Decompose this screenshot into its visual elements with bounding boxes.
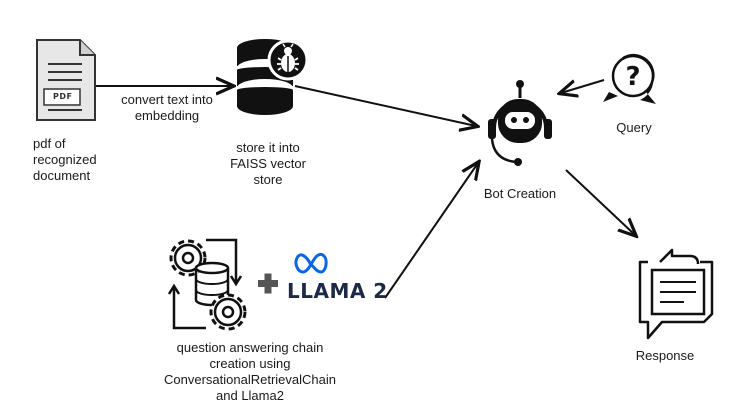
pdf-caption-line: document [33, 168, 91, 183]
chain-caption-line: creation using [209, 356, 291, 371]
arrow-bot-to-response [565, 169, 635, 235]
database-bug-icon [237, 39, 309, 115]
chain-caption: question answering chain creation using … [150, 340, 350, 404]
arrow-chain-to-bot [384, 163, 478, 299]
store-caption: store it into FAISS vector store [218, 140, 318, 188]
store-caption-line: store [253, 172, 283, 187]
gears-database-icon [167, 238, 247, 331]
plus-icon [258, 273, 278, 294]
arrow-query-to-bot [561, 79, 605, 93]
chain-caption-line: and Llama2 [216, 388, 284, 403]
convert-caption-line: convert text into [121, 92, 213, 107]
pdf-icon-text: PDF [53, 92, 73, 101]
store-caption-line: store it into [236, 140, 300, 155]
pdf-caption-line: pdf of [33, 136, 66, 151]
llama-2-logo-text: LLAMA 2 [287, 279, 388, 303]
arrow-store-to-bot [294, 85, 476, 126]
convert-caption: convert text into embedding [112, 92, 222, 124]
question-bubble-icon: ? [603, 53, 656, 104]
pdf-document-icon [36, 39, 96, 121]
chain-caption-line: question answering chain [176, 340, 324, 355]
response-caption: Response [635, 348, 695, 363]
robot-headset-icon [488, 80, 552, 166]
store-caption-line: FAISS vector [230, 156, 306, 171]
chain-caption-line: ConversationalRetrievalChain [164, 372, 336, 387]
pdf-caption: pdf of recognized document [33, 136, 97, 184]
query-caption: Query [616, 120, 652, 135]
bot-caption: Bot Creation [483, 186, 557, 201]
meta-logo-icon [294, 252, 328, 274]
response-chat-icon [638, 248, 714, 340]
pdf-caption-line: recognized [33, 152, 97, 167]
convert-caption-line: embedding [134, 108, 200, 123]
svg-text:?: ? [625, 62, 640, 92]
